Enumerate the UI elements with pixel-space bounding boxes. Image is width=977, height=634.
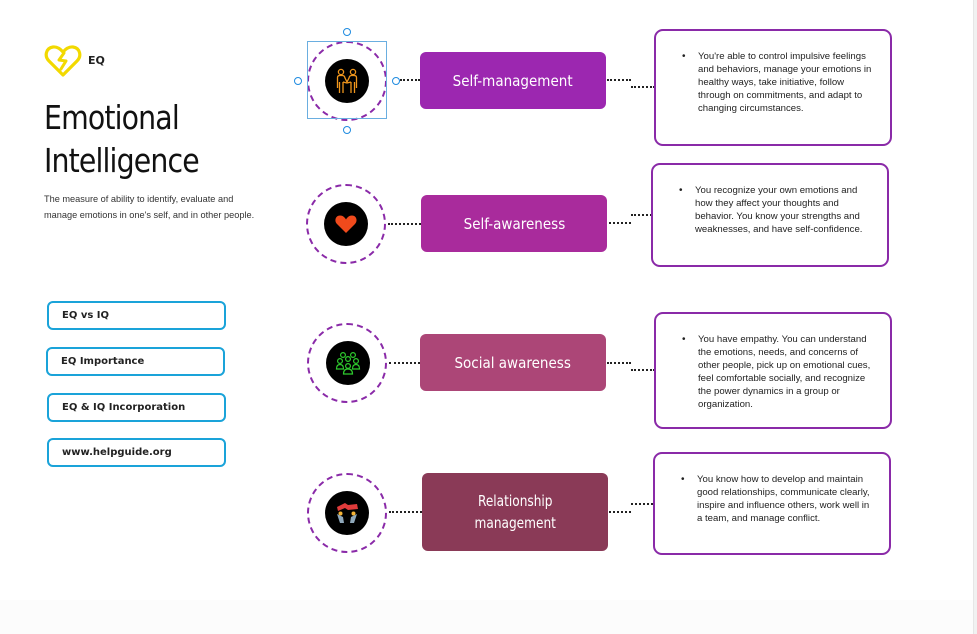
heart-icon	[335, 215, 357, 233]
component-pill-relationship-management[interactable]: Relationship management	[422, 473, 608, 551]
connector-line	[388, 223, 421, 225]
connector-line	[631, 503, 653, 505]
canvas-footer	[0, 600, 973, 634]
icon-disc[interactable]	[325, 59, 369, 103]
page-title: Emotional Intelligence	[44, 96, 200, 182]
description-card: You recognize your own emotions and how …	[651, 163, 889, 267]
connector-line	[400, 79, 420, 81]
connector-line	[607, 79, 631, 81]
description-text: You have empathy. You can understand the…	[682, 333, 876, 411]
resize-handle-bottom[interactable]	[343, 126, 351, 134]
description-card: You have empathy. You can understand the…	[654, 312, 892, 429]
icon-disc[interactable]	[326, 341, 370, 385]
icon-disc[interactable]	[324, 202, 368, 246]
connector-line	[631, 86, 655, 88]
component-pill-self-awareness[interactable]: Self-awareness	[421, 195, 607, 252]
resize-handle-right[interactable]	[392, 77, 400, 85]
pill-label-line-2: management	[474, 514, 556, 532]
pill-label-line-1: Relationship	[477, 492, 553, 510]
connector-line	[389, 362, 420, 364]
description-card: You know how to develop and maintain goo…	[653, 452, 891, 555]
nav-button-helpguide-link[interactable]: www.helpguide.org	[47, 438, 226, 467]
connector-line	[607, 362, 631, 364]
description-text: You know how to develop and maintain goo…	[681, 473, 875, 525]
description-text: You recognize your own emotions and how …	[679, 184, 873, 236]
nav-button-eq-vs-iq[interactable]: EQ vs IQ	[47, 301, 226, 330]
description-text: You're able to control impulsive feeling…	[682, 50, 876, 115]
connector-line	[609, 511, 631, 513]
logo-label: EQ	[88, 54, 105, 67]
nav-button-eq-iq-incorporation[interactable]: EQ & IQ Incorporation	[47, 393, 226, 422]
connector-line	[631, 369, 655, 371]
page-subtitle: The measure of ability to identify, eval…	[44, 194, 255, 220]
icon-disc[interactable]	[325, 491, 369, 535]
icon-ring[interactable]	[306, 184, 386, 264]
resize-handle-left[interactable]	[294, 77, 302, 85]
icon-ring[interactable]	[307, 473, 387, 553]
nav-button-eq-importance[interactable]: EQ Importance	[46, 347, 225, 376]
connector-line	[389, 511, 422, 513]
component-pill-self-management[interactable]: Self-management	[420, 52, 606, 109]
icon-ring[interactable]	[307, 323, 387, 403]
pill-label: Self-awareness	[463, 214, 565, 233]
component-pill-social-awareness[interactable]: Social awareness	[420, 334, 606, 391]
description-card: You're able to control impulsive feeling…	[654, 29, 892, 146]
title-line-2: Intelligence	[44, 141, 200, 180]
handshake-people-icon	[336, 68, 358, 93]
group-people-icon	[335, 351, 361, 375]
pill-label: Self-management	[453, 71, 573, 90]
connector-line	[631, 214, 652, 216]
scrollbar-edge[interactable]	[973, 0, 977, 634]
pill-label: Social awareness	[454, 353, 572, 372]
selection-box[interactable]	[307, 41, 387, 119]
resize-handle-top[interactable]	[343, 28, 351, 36]
connector-line	[609, 222, 631, 224]
broken-heart-bolt-icon	[44, 45, 82, 77]
hands-banner-icon	[337, 503, 358, 523]
title-line-1: Emotional	[44, 98, 180, 137]
